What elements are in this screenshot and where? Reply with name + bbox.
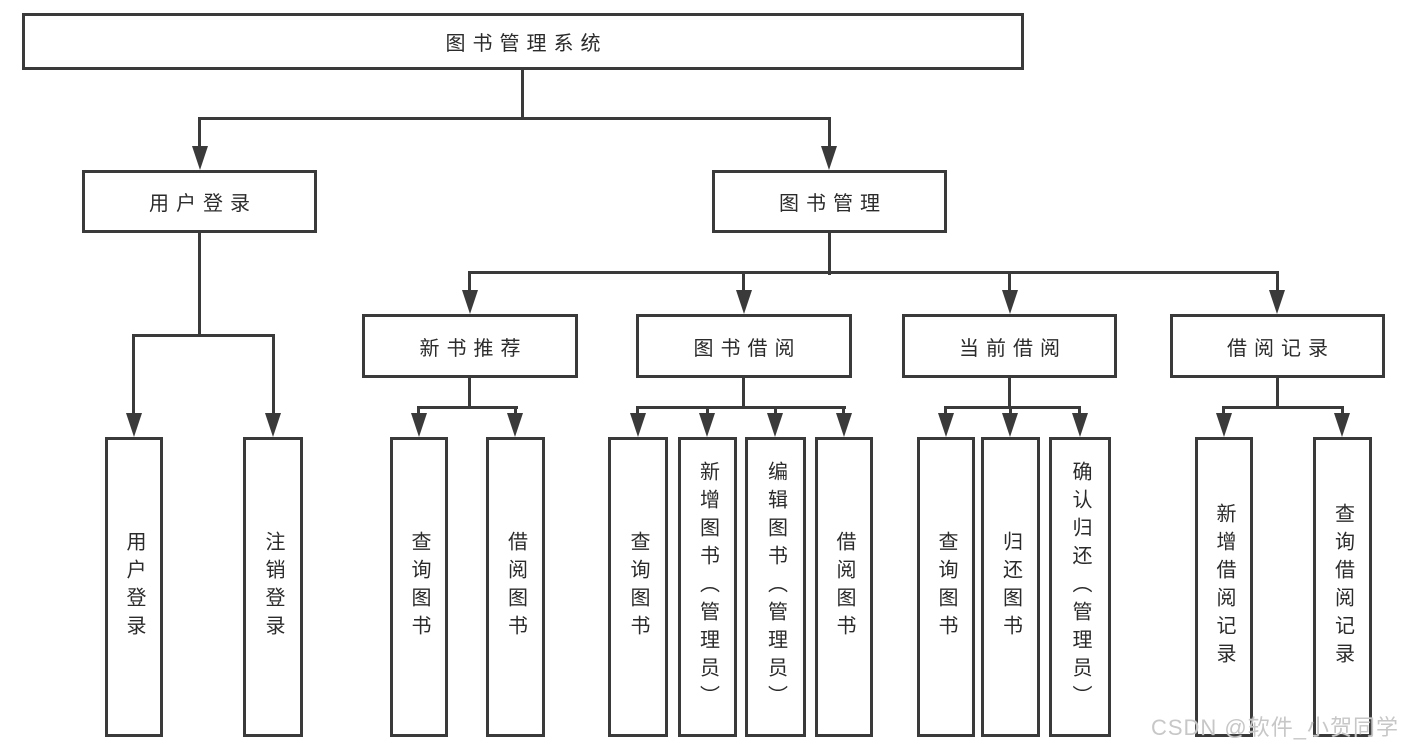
arrow-into-cb-confirm-return: [1072, 413, 1088, 437]
connector-root-stem: [521, 69, 524, 120]
connector-level3-bus: [468, 271, 1279, 274]
arrow-into-nbr-query-book: [411, 413, 427, 437]
connector-bb-child4-stem: [842, 406, 845, 415]
connector-bb-child2-stem: [706, 406, 709, 415]
connector-nbr-child2-stem: [514, 406, 517, 415]
connector-br-branch-stem: [1276, 376, 1279, 408]
connector-cb-child1-stem: [944, 406, 947, 415]
connector-nbr-child1-stem: [417, 406, 420, 415]
arrow-into-leaf-logout: [265, 413, 281, 437]
arrow-into-bb-add-book: [699, 413, 715, 437]
arrow-into-new-book-recommend: [462, 290, 478, 314]
node-borrow-records: 借阅记录: [1170, 314, 1385, 378]
connector-leaf-logout-stem: [272, 334, 275, 414]
connector-leaf-user-login-stem: [132, 334, 135, 414]
connector-nbr-bus: [417, 406, 518, 409]
csdn-watermark: CSDN @软件_小贺同学: [1150, 715, 1399, 740]
node-book-borrowing: 图书借阅: [636, 314, 852, 378]
arrow-into-bb-edit-book: [767, 413, 783, 437]
leaf-bb-query-book: 查询图书: [608, 437, 668, 737]
arrow-into-current-borrowing: [1002, 290, 1018, 314]
connector-user-branch-stem: [198, 231, 201, 337]
leaf-logout: 注销登录: [243, 437, 303, 737]
connector-book-mgmt-stem: [828, 117, 831, 149]
arrow-into-cb-query-book: [938, 413, 954, 437]
leaf-cb-query-book: 查询图书: [917, 437, 975, 737]
arrow-into-bb-borrow-book: [836, 413, 852, 437]
connector-bb-bus: [636, 406, 846, 409]
leaf-bb-edit-book-admin: 编辑图书（管理员）: [745, 437, 806, 737]
connector-level2-bus: [198, 117, 831, 120]
connector-cb-bus: [944, 406, 1081, 409]
connector-cb-child2-stem: [1009, 406, 1012, 415]
leaf-br-add-record: 新增借阅记录: [1195, 437, 1253, 737]
node-new-book-recommend: 新书推荐: [362, 314, 578, 378]
leaf-cb-return-book: 归还图书: [981, 437, 1040, 737]
connector-cb-child3-stem: [1078, 406, 1081, 415]
connector-bb-child1-stem: [636, 406, 639, 415]
connector-cb-branch-stem: [1008, 376, 1011, 408]
leaf-br-query-record: 查询借阅记录: [1313, 437, 1372, 737]
connector-bb-stem: [742, 271, 745, 293]
connector-br-child1-stem: [1222, 406, 1225, 415]
leaf-user-login: 用户登录: [105, 437, 163, 737]
connector-user-branch-bus: [132, 334, 275, 337]
connector-book-branch-stem: [828, 231, 831, 275]
connector-nbr-branch-stem: [468, 376, 471, 408]
connector-cb-stem: [1008, 271, 1011, 293]
connector-bb-branch-stem: [742, 376, 745, 408]
connector-br-bus: [1222, 406, 1344, 409]
arrow-into-leaf-user-login: [126, 413, 142, 437]
leaf-nbr-borrow-book: 借阅图书: [486, 437, 545, 737]
leaf-nbr-query-book: 查询图书: [390, 437, 448, 737]
arrow-into-book-mgmt: [821, 146, 837, 170]
arrow-into-br-add-record: [1216, 413, 1232, 437]
node-library-system: 图书管理系统: [22, 13, 1024, 70]
leaf-cb-confirm-return-admin: 确认归还（管理员）: [1049, 437, 1111, 737]
connector-br-stem: [1276, 271, 1279, 293]
node-user-login: 用户登录: [82, 170, 317, 233]
connector-bb-child3-stem: [774, 406, 777, 415]
connector-nbr-stem: [468, 271, 471, 293]
arrow-into-cb-return-book: [1002, 413, 1018, 437]
leaf-bb-add-book-admin: 新增图书（管理员）: [678, 437, 737, 737]
arrow-into-br-query-record: [1334, 413, 1350, 437]
arrow-into-bb-query-book: [630, 413, 646, 437]
leaf-bb-borrow-book: 借阅图书: [815, 437, 873, 737]
arrow-into-user-login: [192, 146, 208, 170]
arrow-into-book-borrowing: [736, 290, 752, 314]
arrow-into-borrow-records: [1269, 290, 1285, 314]
node-book-management: 图书管理: [712, 170, 947, 233]
arrow-into-nbr-borrow-book: [507, 413, 523, 437]
node-current-borrowing: 当前借阅: [902, 314, 1117, 378]
connector-user-login-stem: [198, 117, 201, 149]
connector-br-child2-stem: [1341, 406, 1344, 415]
